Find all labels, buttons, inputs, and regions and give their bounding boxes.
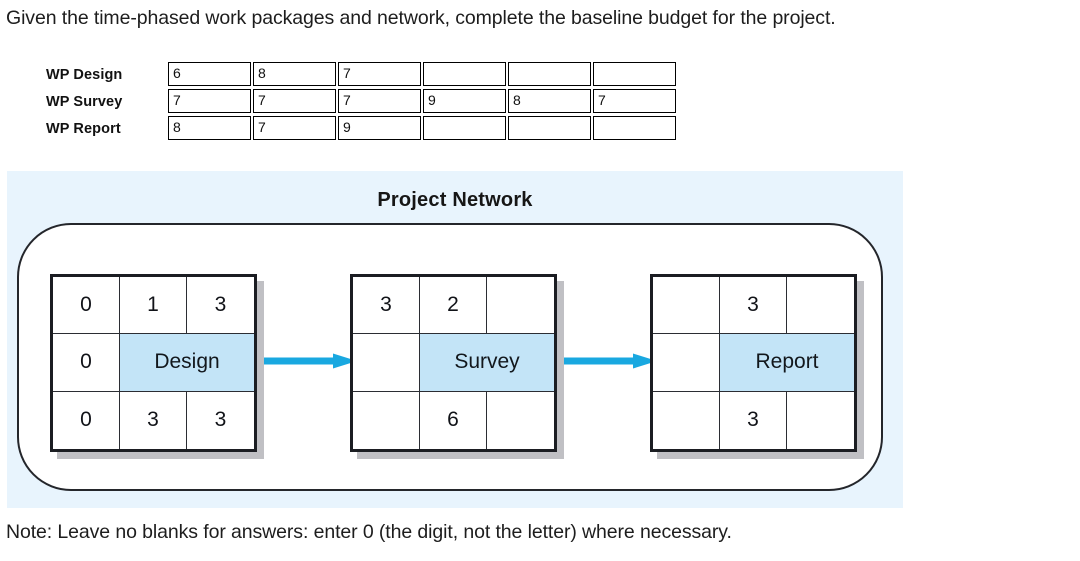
network-node-report[interactable]: 3 Report 3 — [650, 274, 857, 452]
project-network-title: Project Network — [377, 189, 533, 211]
work-package-table: WP Design 6 8 7 WP Survey 7 7 7 9 8 7 WP… — [46, 62, 678, 143]
design-early-finish: 3 — [187, 277, 254, 335]
survey-activity-name: Survey — [420, 334, 554, 392]
report-early-start — [653, 277, 720, 335]
answer-note: Note: Leave no blanks for answers: enter… — [6, 521, 732, 543]
cell-report-period-1[interactable]: 8 — [168, 116, 251, 140]
row-label-wp-design: WP Design — [46, 67, 123, 83]
cell-design-period-1[interactable]: 6 — [168, 62, 251, 86]
report-late-finish — [787, 391, 854, 449]
table-row: WP Report 8 7 9 — [46, 116, 678, 143]
survey-early-finish — [487, 277, 554, 335]
cell-survey-period-4[interactable]: 9 — [423, 89, 506, 113]
report-activity-name: Report — [720, 334, 854, 392]
design-late-finish: 3 — [187, 391, 254, 449]
report-slack — [653, 334, 720, 392]
cell-design-period-6[interactable] — [593, 62, 676, 86]
report-late-start — [653, 391, 720, 449]
survey-slack — [353, 334, 420, 392]
cell-survey-period-3[interactable]: 7 — [338, 89, 421, 113]
network-node-design[interactable]: 0 1 3 0 Design 0 3 3 — [50, 274, 257, 452]
row-label-wp-survey: WP Survey — [46, 94, 123, 110]
survey-duration: 2 — [420, 277, 487, 335]
report-duration: 3 — [720, 277, 787, 335]
cell-design-period-5[interactable] — [508, 62, 591, 86]
cell-report-period-3[interactable]: 9 — [338, 116, 421, 140]
design-duration: 1 — [120, 277, 187, 335]
design-activity-name: Design — [120, 334, 254, 392]
survey-bottom-middle: 6 — [420, 391, 487, 449]
cell-survey-period-6[interactable]: 7 — [593, 89, 676, 113]
design-late-start: 0 — [53, 391, 120, 449]
cell-report-period-2[interactable]: 7 — [253, 116, 336, 140]
cell-survey-period-2[interactable]: 7 — [253, 89, 336, 113]
row-cells-wp-survey: 7 7 7 9 8 7 — [168, 89, 678, 113]
report-bottom-middle: 3 — [720, 391, 787, 449]
row-cells-wp-report: 8 7 9 — [168, 116, 678, 140]
cell-report-period-4[interactable] — [423, 116, 506, 140]
cell-report-period-6[interactable] — [593, 116, 676, 140]
question-prompt: Given the time-phased work packages and … — [6, 7, 836, 29]
table-row: WP Survey 7 7 7 9 8 7 — [46, 89, 678, 116]
survey-late-start — [353, 391, 420, 449]
row-label-wp-report: WP Report — [46, 121, 121, 137]
arrow-survey-to-report — [553, 353, 657, 369]
cell-design-period-2[interactable]: 8 — [253, 62, 336, 86]
survey-early-start: 3 — [353, 277, 420, 335]
cell-survey-period-1[interactable]: 7 — [168, 89, 251, 113]
table-row: WP Design 6 8 7 — [46, 62, 678, 89]
cell-design-period-4[interactable] — [423, 62, 506, 86]
design-bottom-middle: 3 — [120, 391, 187, 449]
network-node-survey[interactable]: 3 2 Survey 6 — [350, 274, 557, 452]
report-early-finish — [787, 277, 854, 335]
cell-survey-period-5[interactable]: 8 — [508, 89, 591, 113]
row-cells-wp-design: 6 8 7 — [168, 62, 678, 86]
design-early-start: 0 — [53, 277, 120, 335]
arrow-design-to-survey — [253, 353, 357, 369]
design-slack: 0 — [53, 334, 120, 392]
survey-late-finish — [487, 391, 554, 449]
cell-report-period-5[interactable] — [508, 116, 591, 140]
cell-design-period-3[interactable]: 7 — [338, 62, 421, 86]
